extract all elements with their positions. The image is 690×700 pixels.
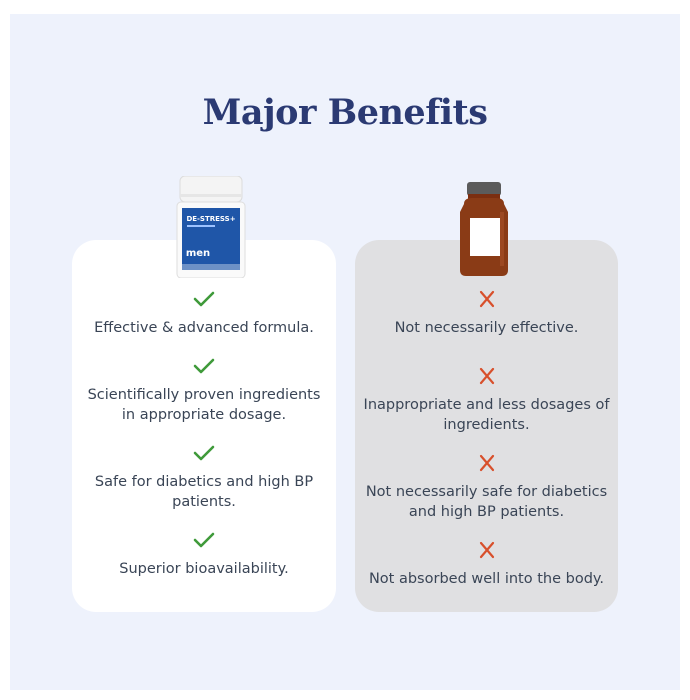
list-item: Superior bioavailability. (72, 531, 336, 579)
list-item: Not necessarily safe for diabetics and h… (355, 454, 618, 522)
drawback-text: Not necessarily safe for diabetics and h… (365, 484, 608, 520)
list-item: Not absorbed well into the body. (355, 541, 618, 589)
cross-icon (479, 454, 494, 472)
check-icon (193, 358, 215, 374)
list-item: Effective & advanced formula. (72, 290, 336, 338)
benefit-text: Safe for diabetics and high BP patients. (94, 474, 314, 510)
drawback-text: Not necessarily effective. (394, 320, 579, 336)
check-icon (193, 445, 215, 461)
bottle-label-men: men (186, 248, 210, 259)
benefit-text: Superior bioavailability. (119, 561, 289, 577)
cross-icon (479, 290, 494, 308)
benefit-text: Scientifically proven ingredients in app… (87, 387, 321, 423)
list-item: Safe for diabetics and high BP patients. (72, 444, 336, 512)
check-icon (193, 532, 215, 548)
benefit-text: Effective & advanced formula. (94, 320, 314, 336)
cross-icon (479, 367, 494, 385)
list-item: Inappropriate and less dosages of ingred… (355, 367, 618, 435)
product-bottle-image: DE-STRESS+ men (176, 176, 246, 278)
drawback-text: Inappropriate and less dosages of ingred… (363, 397, 610, 433)
benefits-card-product: Effective & advanced formula. Scientific… (72, 240, 336, 612)
bottle-label-brand: DE-STRESS+ (186, 215, 235, 223)
list-item: Not necessarily effective. (355, 290, 618, 338)
generic-bottle-image (460, 182, 508, 276)
cross-icon (479, 541, 494, 559)
drawback-text: Not absorbed well into the body. (368, 571, 605, 587)
page-title: Major Benefits (202, 92, 488, 133)
list-item: Scientifically proven ingredients in app… (72, 357, 336, 425)
benefits-card-generic: Not necessarily effective. Inappropriate… (355, 240, 618, 612)
check-icon (193, 291, 215, 307)
